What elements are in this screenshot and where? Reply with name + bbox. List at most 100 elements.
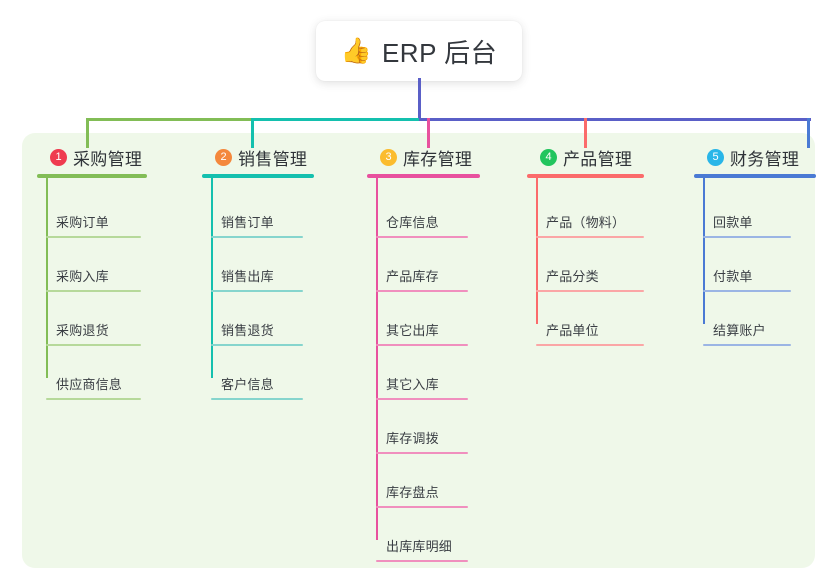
leaf-item-rule <box>536 290 644 292</box>
leaf-item-rule <box>536 236 644 238</box>
leaf-item[interactable]: 付款单 <box>703 266 791 292</box>
leaf-item-rule <box>376 344 468 346</box>
branch-column-5: 5 财务管理 <box>694 146 816 178</box>
leaf-item[interactable]: 产品单位 <box>536 320 644 346</box>
leaf-item[interactable]: 其它出库 <box>376 320 468 346</box>
leaf-item-label: 库存调拨 <box>386 431 439 446</box>
root-node-label: ERP 后台 <box>381 37 498 68</box>
leaf-item-rule <box>46 236 141 238</box>
leaf-item-rule <box>376 452 468 454</box>
leaf-item-rule <box>376 560 468 562</box>
leaf-item[interactable]: 出库库明细 <box>376 536 468 562</box>
leaf-item-rule <box>376 236 468 238</box>
leaf-item-label: 付款单 <box>713 269 753 284</box>
trunk-connector <box>418 78 421 120</box>
connector-stub-1 <box>86 118 89 148</box>
leaf-item-rule <box>46 290 141 292</box>
branch-column-4: 4 产品管理 <box>527 146 644 178</box>
branch-spine-5 <box>703 176 705 324</box>
leaf-item-label: 回款单 <box>713 215 753 230</box>
leaf-item-rule <box>703 344 791 346</box>
leaf-item[interactable]: 产品库存 <box>376 266 468 292</box>
leaf-item-rule <box>46 344 141 346</box>
connector-bar-segment-1 <box>86 118 252 121</box>
leaf-item-rule <box>536 344 644 346</box>
leaf-item-rule <box>211 290 303 292</box>
leaf-item-label: 库存盘点 <box>386 485 439 500</box>
leaf-item[interactable]: 产品分类 <box>536 266 644 292</box>
leaf-item[interactable]: 产品（物料） <box>536 212 644 238</box>
leaf-item-label: 销售退货 <box>221 323 274 338</box>
branch-title-2: 销售管理 <box>238 149 308 169</box>
leaf-item[interactable]: 客户信息 <box>211 374 303 400</box>
leaf-item[interactable]: 回款单 <box>703 212 791 238</box>
leaf-item-label: 产品（物料） <box>546 215 626 230</box>
leaf-item-rule <box>211 344 303 346</box>
branch-column-3: 3 库存管理 <box>367 146 480 178</box>
leaf-item-rule <box>46 398 141 400</box>
leaf-item-rule <box>703 236 791 238</box>
leaf-item[interactable]: 销售订单 <box>211 212 303 238</box>
leaf-item-label: 销售出库 <box>221 269 274 284</box>
leaf-item[interactable]: 供应商信息 <box>46 374 141 400</box>
branch-rule-3 <box>367 174 480 178</box>
leaf-item-label: 采购订单 <box>56 215 109 230</box>
root-node[interactable]: 👍 ERP 后台 <box>316 21 522 81</box>
leaf-item-rule <box>376 290 468 292</box>
branch-spine-1 <box>46 176 48 378</box>
leaf-item-label: 其它入库 <box>386 377 439 392</box>
branch-rule-4 <box>527 174 644 178</box>
leaf-item[interactable]: 采购入库 <box>46 266 141 292</box>
leaf-item-label: 出库库明细 <box>386 539 453 554</box>
leaf-item-label: 采购入库 <box>56 269 109 284</box>
leaf-item-rule <box>211 236 303 238</box>
leaf-item[interactable]: 其它入库 <box>376 374 468 400</box>
leaf-item-rule <box>211 398 303 400</box>
branch-spine-3 <box>376 176 378 540</box>
branch-spine-2 <box>211 176 213 378</box>
leaf-item[interactable]: 采购退货 <box>46 320 141 346</box>
connector-stub-5 <box>807 118 810 148</box>
leaf-item[interactable]: 仓库信息 <box>376 212 468 238</box>
leaf-item-label: 客户信息 <box>221 377 274 392</box>
leaf-item-rule <box>376 506 468 508</box>
leaf-item[interactable]: 库存盘点 <box>376 482 468 508</box>
leaf-item[interactable]: 结算账户 <box>703 320 791 346</box>
branch-title-4: 产品管理 <box>563 149 633 169</box>
leaf-item[interactable]: 采购订单 <box>46 212 141 238</box>
leaf-item-rule <box>703 290 791 292</box>
connector-stub-2 <box>251 118 254 148</box>
branches-panel <box>22 133 815 568</box>
branch-header-3[interactable]: 3 库存管理 <box>367 146 480 169</box>
leaf-item-label: 仓库信息 <box>386 215 439 230</box>
branch-rule-1 <box>37 174 147 178</box>
branch-title-3: 库存管理 <box>403 149 473 169</box>
branch-rule-5 <box>694 174 816 178</box>
leaf-item-label: 产品单位 <box>546 323 599 338</box>
leaf-item-label: 结算账户 <box>713 323 766 338</box>
leaf-item-label: 销售订单 <box>221 215 274 230</box>
branch-title-5: 财务管理 <box>730 149 800 169</box>
thumbs-up-icon: 👍 <box>340 36 372 65</box>
leaf-item-label: 产品库存 <box>386 269 439 284</box>
branch-badge-4: 4 <box>540 148 557 166</box>
branch-badge-1: 1 <box>50 148 67 166</box>
branch-header-4[interactable]: 4 产品管理 <box>527 146 644 169</box>
connector-bar-segment-2 <box>252 118 419 121</box>
branch-header-5[interactable]: 5 财务管理 <box>694 146 816 169</box>
branch-spine-4 <box>536 176 538 324</box>
leaf-item-label: 采购退货 <box>56 323 109 338</box>
leaf-item[interactable]: 销售出库 <box>211 266 303 292</box>
leaf-item[interactable]: 库存调拨 <box>376 428 468 454</box>
leaf-item-label: 供应商信息 <box>56 377 123 392</box>
connector-bar-segment-3 <box>419 118 811 121</box>
branch-badge-5: 5 <box>707 148 724 166</box>
leaf-item[interactable]: 销售退货 <box>211 320 303 346</box>
branch-badge-3: 3 <box>380 148 397 166</box>
connector-stub-3 <box>427 118 430 148</box>
